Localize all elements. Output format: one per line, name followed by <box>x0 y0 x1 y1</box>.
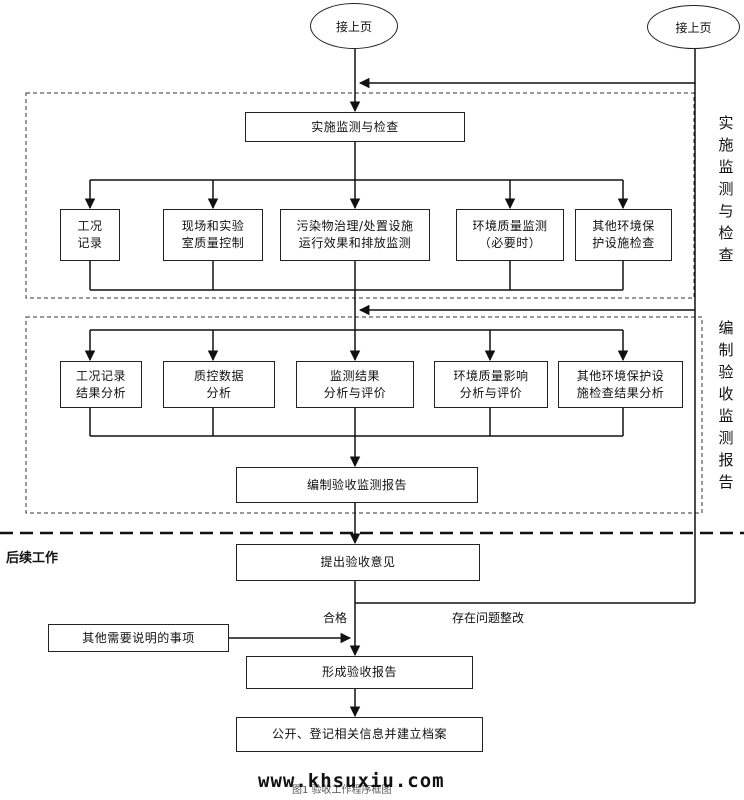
section-box-report <box>25 316 703 514</box>
node-env-impact-analysis: 环境质量影响 分析与评价 <box>434 361 548 408</box>
node-form-report: 形成验收报告 <box>246 656 473 689</box>
node-pollutant-monitoring: 污染物治理/处置设施 运行效果和排放监测 <box>280 209 430 261</box>
figure-caption: 图1 验收工作程序框图 <box>292 785 392 796</box>
node-acceptance-opinion: 提出验收意见 <box>236 544 480 581</box>
node-condition-analysis: 工况记录 结果分析 <box>60 361 142 408</box>
connector-top-right: 接上页 <box>647 5 740 49</box>
node-other-facility-analysis: 其他环境保护设 施检查结果分析 <box>558 361 683 408</box>
node-publish-archive: 公开、登记相关信息并建立档案 <box>236 717 483 752</box>
connector-top-left: 接上页 <box>310 3 398 49</box>
node-result-analysis: 监测结果 分析与评价 <box>296 361 414 408</box>
section-label-monitoring: 实施监测与检查 <box>718 114 734 264</box>
node-env-quality-monitoring: 环境质量监测 （必要时） <box>456 209 564 261</box>
connector-top-left-label: 接上页 <box>335 19 372 34</box>
section-label-report: 编制验收监测报告 <box>718 319 734 491</box>
section-box-monitoring <box>25 92 695 299</box>
watermark: www.khsuxiu.com <box>258 770 445 792</box>
node-qc-lab: 现场和实验 室质量控制 <box>163 209 263 261</box>
node-other-items: 其他需要说明的事项 <box>48 624 229 652</box>
node-implement-monitoring: 实施监测与检查 <box>245 112 465 142</box>
node-qc-data-analysis: 质控数据 分析 <box>163 361 275 408</box>
node-compile-report: 编制验收监测报告 <box>236 467 478 503</box>
edge-label-pass: 合格 <box>323 611 348 625</box>
section-label-followup: 后续工作 <box>6 551 59 566</box>
edge-label-rectify: 存在问题整改 <box>452 611 525 625</box>
connector-top-right-label: 接上页 <box>675 20 712 35</box>
node-other-facility-check: 其他环境保 护设施检查 <box>575 209 672 261</box>
node-condition-record: 工况 记录 <box>60 209 120 261</box>
